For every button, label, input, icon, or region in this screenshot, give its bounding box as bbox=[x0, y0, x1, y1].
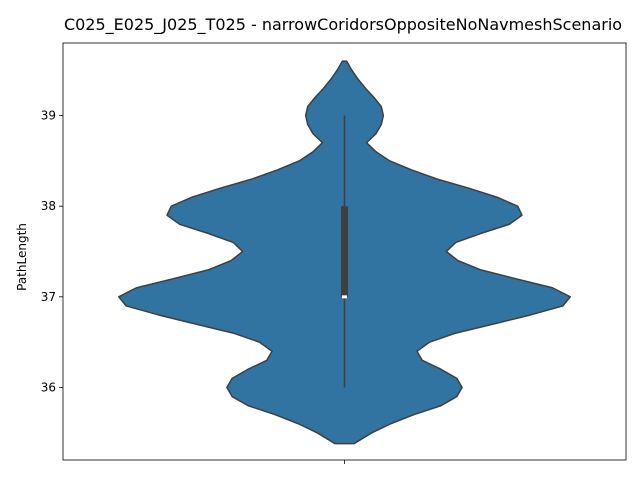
violin-iqr-box-0 bbox=[341, 206, 348, 297]
y-axis-label: PathLength bbox=[15, 223, 29, 291]
y-tick-label-1: 37 bbox=[41, 290, 56, 304]
y-tick-label-2: 38 bbox=[41, 199, 56, 213]
chart-title: C025_E025_J025_T025 - narrowCoridorsOppo… bbox=[64, 15, 622, 35]
violin-median-marker-0 bbox=[342, 295, 347, 299]
x-axis bbox=[62, 42, 627, 464]
plot-area bbox=[118, 60, 571, 445]
y-tick-label-0: 36 bbox=[41, 380, 56, 394]
y-tick-label-3: 39 bbox=[41, 109, 56, 123]
y-axis: 36 37 38 39 bbox=[41, 109, 63, 394]
